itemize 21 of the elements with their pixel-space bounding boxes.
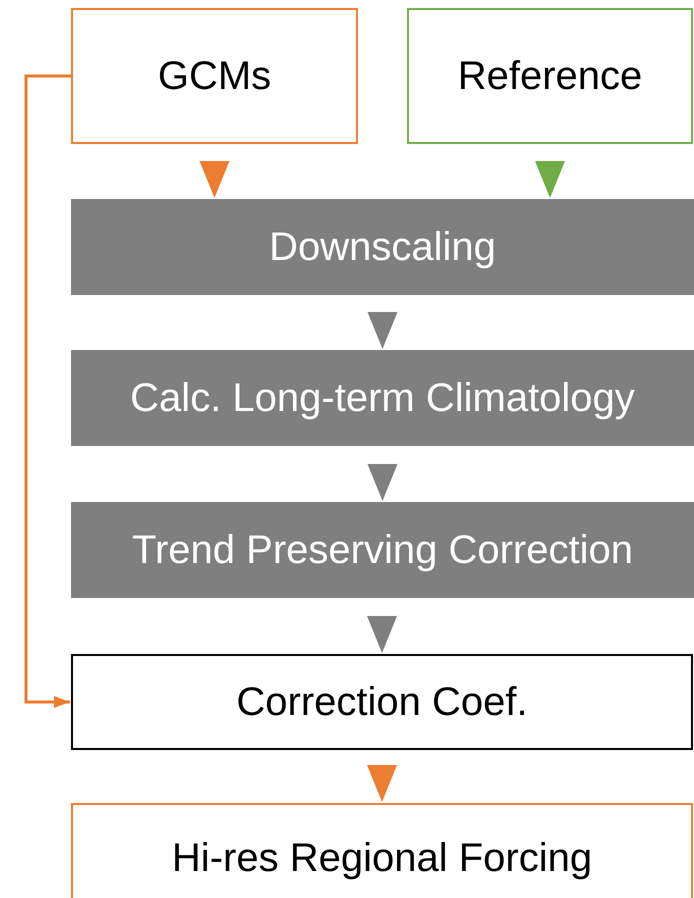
process-box <box>71 199 694 295</box>
box-label: Downscaling <box>269 225 496 269</box>
box-label: Correction Coef. <box>236 680 528 724</box>
process-box <box>71 350 694 446</box>
down-arrow <box>367 765 397 802</box>
outline-box <box>407 8 693 144</box>
box-label: Trend Preserving Correction <box>132 528 633 572</box>
outline-box <box>71 654 693 750</box>
down-arrow <box>368 312 398 349</box>
box-label: Reference <box>458 54 642 98</box>
down-arrow <box>535 161 565 198</box>
box-label: Calc. Long-term Climatology <box>130 376 635 420</box>
outline-box <box>71 803 693 898</box>
down-arrow <box>368 464 398 501</box>
box-label: Hi-res Regional Forcing <box>172 836 592 880</box>
outline-box <box>71 8 358 144</box>
arrow <box>24 74 71 708</box>
process-box <box>71 502 694 598</box>
down-arrow <box>200 161 230 198</box>
down-arrow <box>367 616 397 653</box>
box-label: GCMs <box>158 54 272 98</box>
